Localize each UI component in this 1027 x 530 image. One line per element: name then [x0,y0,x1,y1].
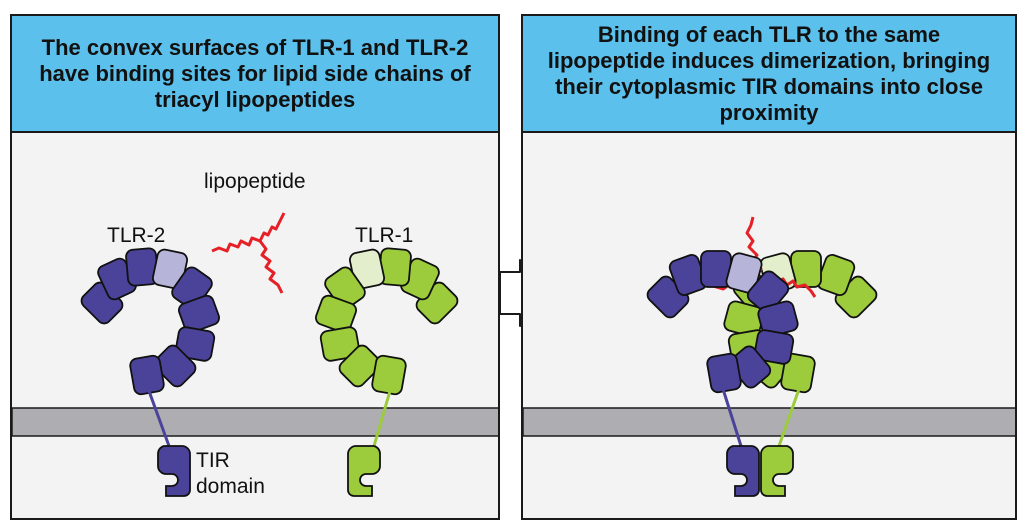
tlr2-tir-domain [157,445,191,497]
panel-after-binding: Binding of each TLR to the same lipopept… [521,14,1017,520]
tlr2-receptor [646,250,799,394]
tir-label-line2: domain [196,475,265,498]
tlr2-receptor [80,247,220,396]
tlr1-tir-domain [347,445,381,497]
panel-header: The convex surfaces of TLR-1 and TLR-2 h… [12,16,498,133]
tlr2-transmembrane [147,390,171,447]
tlr2-label: TLR-2 [107,224,165,247]
lipopeptide-label: lipopeptide [204,170,306,193]
cell-membrane [523,407,1015,437]
lipopeptide-molecule [211,212,286,294]
tlr1-tir-domain [760,445,794,497]
tlr1-transmembrane [777,388,801,447]
panel-heading: The convex surfaces of TLR-1 and TLR-2 h… [39,34,471,112]
tlr2-tir-domain [726,445,760,497]
tir-label-line1: TIR [196,449,230,472]
cell-membrane [12,407,498,437]
tlr1-receptor [315,247,459,396]
diagram-after-binding [523,216,1015,497]
tlr1-label: TLR-1 [355,224,413,247]
panel-header: Binding of each TLR to the same lipopept… [523,16,1015,133]
diagram-before-binding: lipopeptide TLR-2 TLR-1 TIR domain [12,170,498,498]
tlr1-transmembrane [372,390,392,447]
tlr2-transmembrane [721,388,743,447]
panel-before-binding: The convex surfaces of TLR-1 and TLR-2 h… [10,14,500,520]
panel-heading: Binding of each TLR to the same lipopept… [547,21,991,125]
